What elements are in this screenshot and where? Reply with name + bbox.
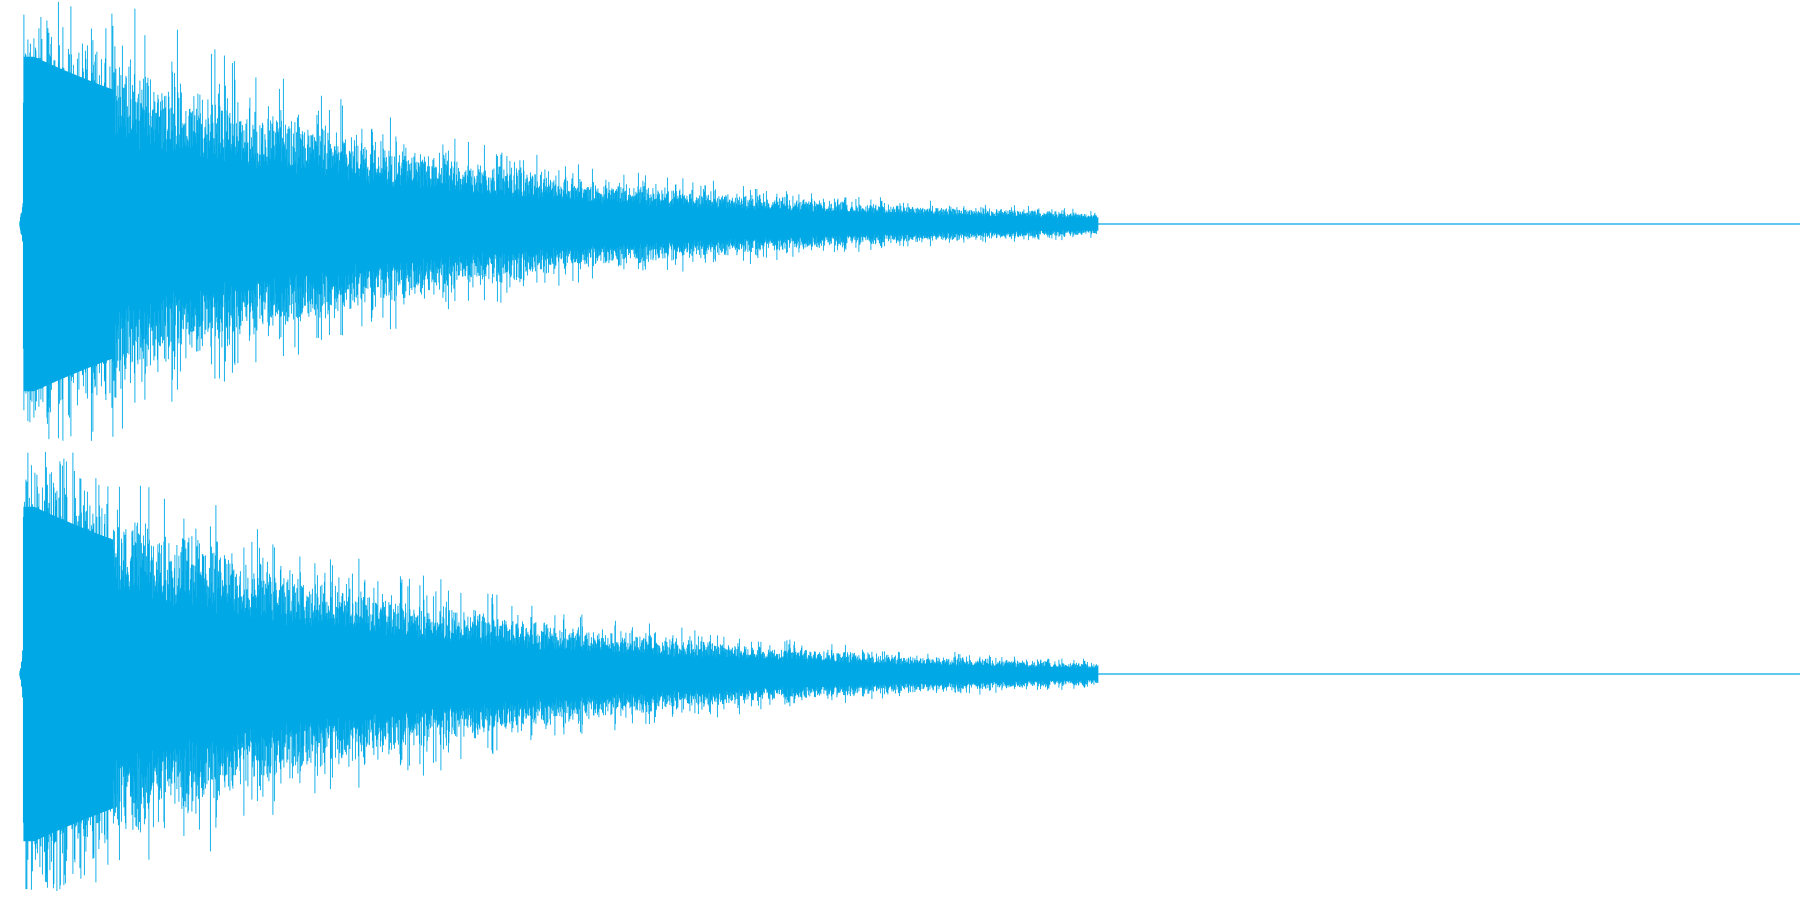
waveform-samples — [18, 451, 1099, 891]
waveform-channel-bottom — [18, 451, 1800, 891]
waveform-channel-top — [18, 1, 1800, 441]
waveform-samples — [18, 1, 1099, 441]
